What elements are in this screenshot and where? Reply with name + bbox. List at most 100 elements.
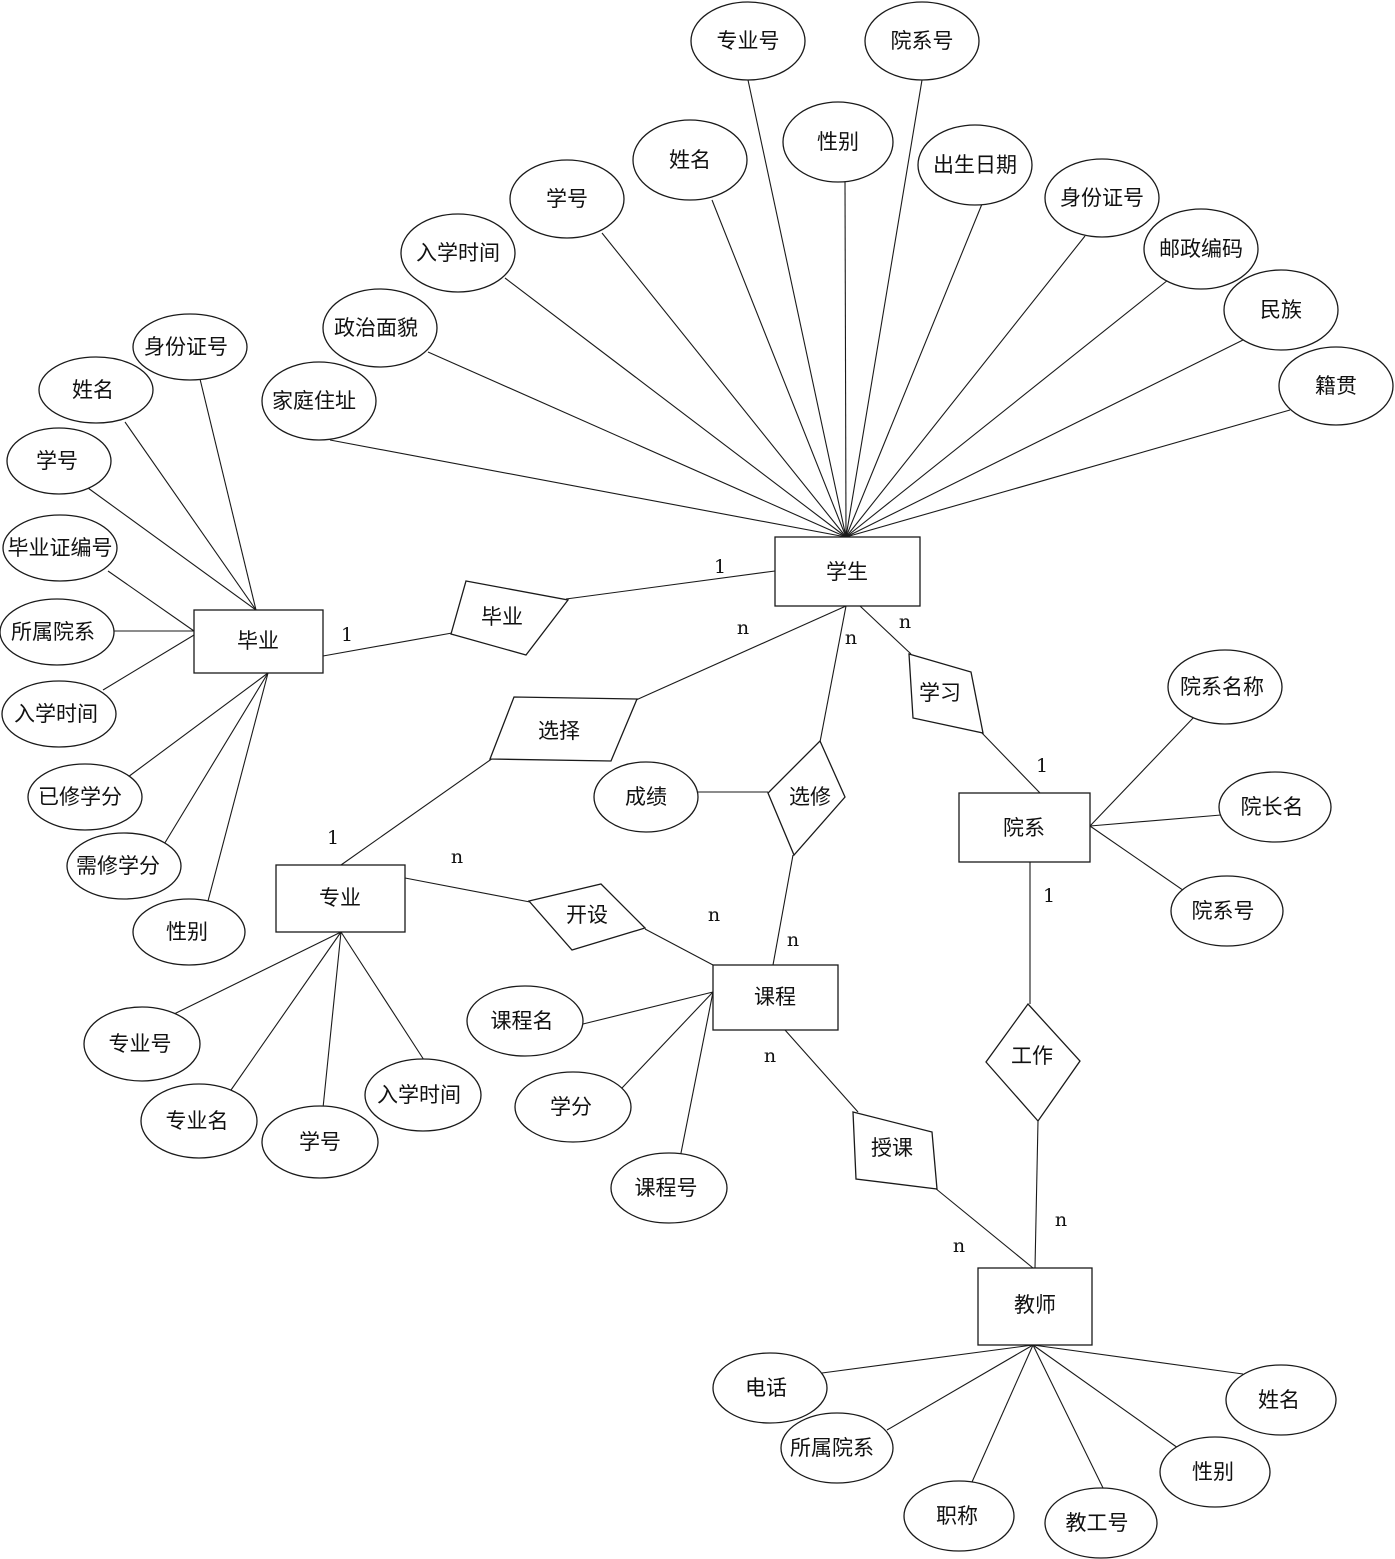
line-grad-done (127, 672, 269, 778)
attr-teacher-phone: 电话 (712, 1352, 828, 1424)
line-major-enroll (340, 931, 425, 1061)
relationship-teach-label: 授课 (871, 1136, 913, 1160)
attr-student-name-label: 姓名 (669, 148, 711, 172)
entity-course-label: 课程 (754, 985, 796, 1009)
attr-student-dept-no-label: 院系号 (891, 29, 954, 53)
attr-course-credit-label: 学分 (550, 1095, 592, 1119)
line-student-rel-graduate (565, 570, 776, 600)
attr-major-no-label: 专业号 (109, 1032, 172, 1056)
attr-elective-score-label: 成绩 (625, 785, 667, 809)
relationship-study: 学习 (908, 653, 984, 734)
attr-grad-enroll-time-label: 入学时间 (14, 702, 98, 726)
line-dept-no (1089, 825, 1191, 896)
cardinality-labels: 1 1 n n n 1 n n n 1 1 n n n (327, 556, 1067, 1257)
relationship-choose: 选择 (489, 696, 638, 762)
entity-student: 学生 (774, 536, 921, 607)
attr-grad-credits-required-label: 需修学分 (76, 854, 160, 878)
attr-grad-cert-no: 毕业证编号 (2, 514, 118, 582)
attr-student-political-label: 政治面貌 (334, 316, 418, 340)
entity-student-label: 学生 (826, 560, 868, 584)
card-dept-work: 1 (1043, 885, 1055, 907)
relationship-choose-label: 选择 (538, 719, 580, 743)
attr-student-major-no-label: 专业号 (717, 29, 780, 53)
attr-grad-student-no: 学号 (6, 427, 112, 495)
line-teacher-name (1032, 1344, 1244, 1375)
entity-graduation: 毕业 (193, 609, 324, 674)
line-student-postcode (845, 279, 1169, 538)
attr-student-name: 姓名 (632, 119, 748, 201)
line-student-birth (845, 203, 983, 538)
line-major-student-no (322, 931, 342, 1109)
line-course-rel-offer (644, 928, 714, 966)
attr-grad-dept: 所属院系 (0, 598, 115, 666)
card-course-elective: n (787, 929, 799, 951)
relationship-elective-label: 选修 (789, 785, 831, 809)
attr-dept-name: 院系名称 (1167, 649, 1283, 725)
connectors (87, 79, 1291, 1493)
line-teacher-rel-teach (934, 1187, 1034, 1269)
attr-student-birth-date-label: 出生日期 (933, 153, 1017, 177)
card-course-teach: n (764, 1045, 776, 1067)
line-student-enroll (504, 277, 847, 538)
card-major-offer: n (451, 846, 463, 868)
relationship-graduate: 毕业 (450, 580, 570, 656)
line-teacher-staff-no (1032, 1344, 1106, 1493)
entity-course: 课程 (712, 964, 839, 1031)
attr-teacher-dept-label: 所属院系 (790, 1436, 874, 1460)
attr-student-birth-date: 出生日期 (917, 124, 1033, 206)
line-course-name (582, 991, 714, 1025)
line-grad-cert (107, 570, 195, 632)
attr-grad-credits-required: 需修学分 (66, 832, 182, 900)
card-student-study: n (899, 611, 911, 633)
card-major-choose: 1 (327, 827, 339, 849)
entity-major-label: 专业 (319, 886, 361, 910)
card-dept-study: 1 (1036, 755, 1048, 777)
line-student-native (845, 409, 1291, 538)
relationship-offer: 开设 (527, 883, 647, 951)
attr-teacher-gender-label: 性别 (1192, 1460, 1234, 1484)
attr-teacher-title: 职称 (903, 1480, 1015, 1552)
card-student-choose: n (737, 617, 749, 639)
attr-student-address-label: 家庭住址 (272, 389, 356, 413)
attr-teacher-staff-no: 教工号 (1044, 1487, 1158, 1559)
attr-dept-dean-label: 院长名 (1241, 795, 1304, 819)
attr-dept-name-label: 院系名称 (1180, 675, 1264, 699)
attr-grad-credits-done: 已修学分 (27, 763, 143, 831)
line-teacher-title (971, 1344, 1034, 1483)
line-grad-no (87, 487, 257, 611)
relationship-elective: 选修 (767, 739, 846, 857)
attr-grad-id-no-label: 身份证号 (144, 335, 228, 359)
attr-course-name-label: 课程名 (491, 1009, 554, 1033)
relationship-offer-label: 开设 (566, 903, 608, 927)
attr-grad-gender-label: 性别 (166, 920, 208, 944)
attr-student-no: 学号 (509, 159, 625, 239)
relationship-teach: 授课 (852, 1111, 938, 1190)
attr-major-no: 专业号 (83, 1006, 201, 1082)
entity-teacher-label: 教师 (1014, 1293, 1056, 1317)
attr-dept-no-label: 院系号 (1192, 899, 1255, 923)
line-major-rel-choose (340, 757, 494, 866)
attr-student-ethnicity: 民族 (1223, 269, 1339, 351)
attr-teacher-name-label: 姓名 (1258, 1388, 1300, 1412)
relationship-work-label: 工作 (1011, 1044, 1053, 1068)
line-course-no (679, 991, 714, 1159)
attr-student-address: 家庭住址 (261, 361, 377, 441)
attr-student-no-label: 学号 (546, 187, 588, 211)
entity-graduation-label: 毕业 (237, 629, 279, 653)
attr-dept-dean: 院长名 (1218, 771, 1332, 843)
line-student-rel-study (859, 605, 912, 655)
line-grad-gender (207, 672, 269, 902)
line-grad-enroll (102, 634, 195, 691)
line-student-dept-no (845, 79, 923, 538)
attr-dept-no: 院系号 (1170, 875, 1284, 947)
line-grad-required (162, 672, 269, 847)
entity-department-label: 院系 (1003, 816, 1045, 840)
attr-teacher-dept: 所属院系 (780, 1412, 894, 1484)
attr-major-student-no-label: 学号 (299, 1130, 341, 1154)
entity-major: 专业 (275, 864, 406, 933)
card-course-offer: n (708, 904, 720, 926)
attr-major-name: 专业名 (140, 1083, 258, 1159)
line-student-rel-choose (635, 605, 847, 701)
entity-department: 院系 (958, 792, 1091, 863)
